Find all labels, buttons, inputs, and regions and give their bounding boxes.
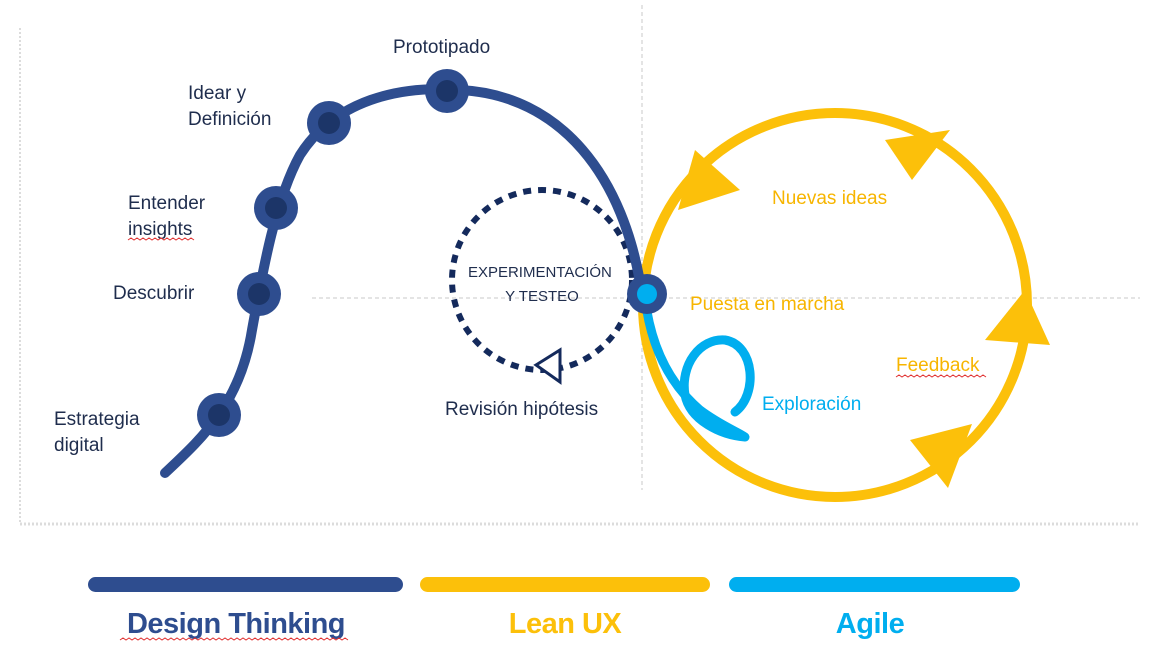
legend-bar-lean-ux	[420, 577, 710, 592]
frame-lines	[19, 5, 1140, 526]
design-thinking-curve	[160, 84, 647, 478]
label-idear-line2: Definición	[188, 109, 271, 130]
label-exploracion: Exploración	[762, 394, 861, 415]
node-core	[208, 404, 230, 426]
experimentation-title-line2: Y TESTEO	[505, 288, 579, 305]
node-core	[436, 80, 458, 102]
label-entender-line1: Entender	[128, 193, 206, 214]
legend-bar-design-thinking	[88, 577, 403, 592]
node-core	[637, 284, 657, 304]
triangle-arrow-icon	[678, 150, 740, 210]
legend: Design Thinking Lean UX Agile	[88, 577, 1020, 641]
label-nuevas-ideas: Nuevas ideas	[772, 188, 887, 209]
node-entender	[254, 186, 298, 230]
label-entender-line2: insights	[128, 219, 192, 240]
cycle-arrows	[678, 130, 1050, 488]
node-core	[318, 112, 340, 134]
node-puesta-en-marcha	[627, 274, 667, 314]
experimentation-title: EXPERIMENTACIÓN Y TESTEO	[468, 264, 616, 305]
label-descubrir: Descubrir	[113, 283, 195, 304]
experimentation-title-line1: EXPERIMENTACIÓN	[468, 264, 612, 281]
stage-nodes	[197, 69, 667, 437]
spellcheck-underline	[895, 374, 987, 378]
node-estrategia	[197, 393, 241, 437]
label-estrategia: Estrategia digital	[54, 409, 145, 456]
agile-exploration-path	[640, 293, 755, 442]
node-descubrir	[237, 272, 281, 316]
label-entender: Entender insights	[128, 193, 210, 240]
node-idear	[307, 101, 351, 145]
node-core	[248, 283, 270, 305]
label-revision-hipotesis: Revisión hipótesis	[445, 399, 598, 420]
label-estrategia-line1: Estrategia	[54, 409, 140, 430]
node-core	[265, 197, 287, 219]
label-prototipado: Prototipado	[393, 37, 490, 58]
label-feedback: Feedback	[896, 355, 980, 376]
legend-label-agile: Agile	[836, 608, 905, 640]
label-idear: Idear y Definición	[188, 83, 271, 130]
label-puesta-en-marcha: Puesta en marcha	[690, 294, 845, 315]
legend-bar-agile	[729, 577, 1020, 592]
spellcheck-underline	[127, 237, 195, 241]
node-prototipado	[425, 69, 469, 113]
legend-label-design-thinking: Design Thinking	[127, 608, 345, 640]
triangle-arrow-icon	[985, 290, 1050, 345]
spellcheck-underline	[119, 637, 349, 641]
label-idear-line1: Idear y	[188, 83, 247, 104]
triangle-arrow-icon	[885, 130, 950, 180]
triangle-arrow-icon	[910, 424, 972, 488]
legend-label-lean-ux: Lean UX	[509, 608, 623, 640]
triangle-outline-arrow-icon	[533, 347, 562, 385]
label-estrategia-line2: digital	[54, 435, 104, 456]
